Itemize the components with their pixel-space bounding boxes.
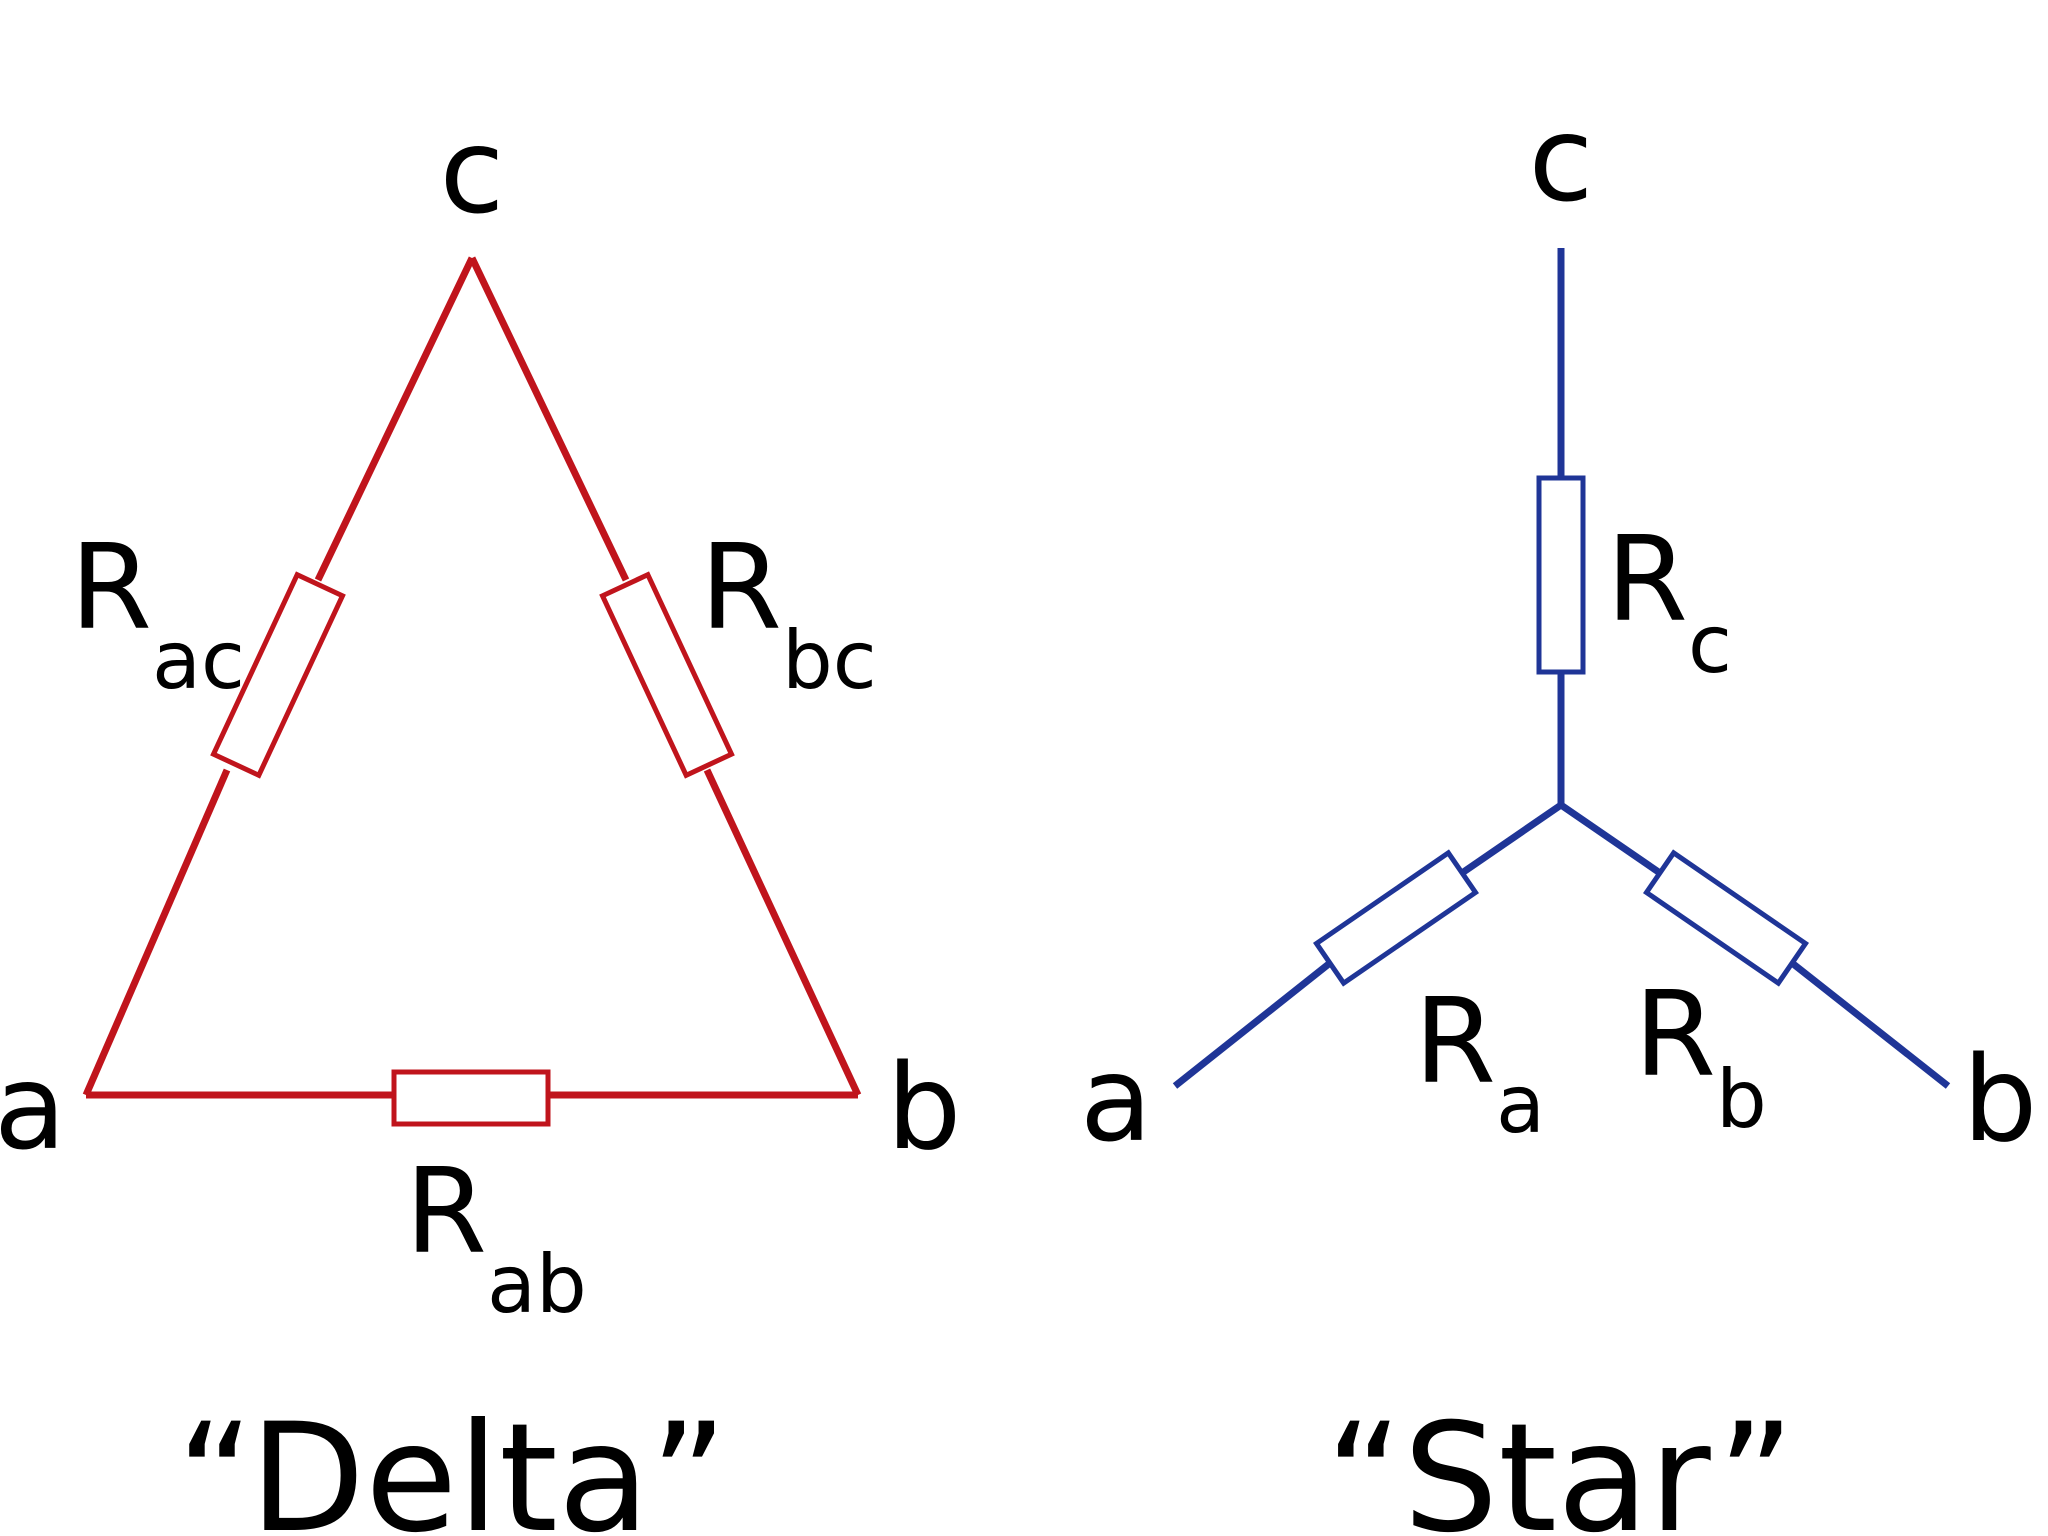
star-resistor-b-label: Rb: [1634, 965, 1767, 1146]
star-resistor-a: [1312, 849, 1480, 987]
delta-wire-ac-lower: [82, 768, 231, 1097]
star-caption: “Star”: [1325, 1392, 1794, 1536]
delta-node-a-label: a: [0, 1038, 66, 1176]
star-wire-a-outer: [1172, 960, 1333, 1089]
delta-resistor-ab-label: Rab: [405, 1142, 587, 1331]
star-resistor-b: [1642, 849, 1810, 987]
delta-network: [82, 256, 862, 1127]
delta-resistor-bc-label: Rbc: [700, 518, 877, 707]
star-wire-b-inner: [1559, 802, 1662, 876]
star-node-a-label: a: [1080, 1030, 1152, 1168]
delta-wire-bc-lower: [703, 768, 862, 1097]
star-network: [1172, 248, 1951, 1089]
delta-node-c-label: c: [440, 102, 505, 240]
delta-resistor-bc: [599, 571, 735, 779]
star-node-b-label: b: [1963, 1030, 2038, 1168]
delta-resistor-ac-label: Rac: [70, 518, 245, 707]
star-wire-a-inner: [1460, 802, 1563, 876]
delta-node-b-label: b: [887, 1038, 962, 1176]
star-node-c-label: c: [1529, 90, 1594, 228]
star-resistor-c-label: Rc: [1606, 510, 1732, 691]
star-resistor-c: [1536, 475, 1586, 675]
delta-wire-ac-upper: [314, 256, 476, 582]
delta-caption: “Delta”: [176, 1392, 727, 1536]
star-wire-b-outer: [1789, 960, 1951, 1089]
delta-resistor-ab: [391, 1069, 551, 1127]
delta-resistor-ac: [210, 571, 346, 779]
delta-wire-bc-upper: [468, 256, 630, 582]
star-resistor-a-label: Ra: [1414, 972, 1545, 1151]
